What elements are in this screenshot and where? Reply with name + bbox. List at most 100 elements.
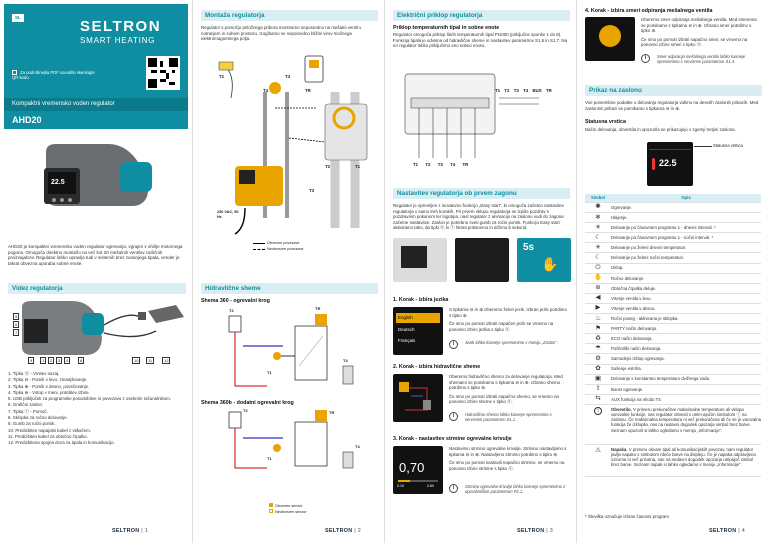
diag1-t1: T1 — [267, 370, 272, 375]
page-number: | 4 — [738, 528, 746, 535]
callout-11: 11 — [146, 357, 155, 364]
symbol-description: Počitniški način delovanja. — [611, 346, 662, 352]
footer: SELTRON | 4 — [709, 528, 745, 535]
appearance-diagram — [8, 297, 184, 365]
valve-left-icon: ◀ — [595, 294, 601, 302]
symbol-description: Delovanje s konstantno temperaturo dvižn… — [611, 376, 711, 382]
screen-temp: 22.5 — [659, 158, 677, 168]
table-row: ⇧Boost ogrevanje. — [585, 385, 761, 395]
symbol-description: Hlajenje. — [611, 214, 628, 220]
footer-brand: SELTRON — [112, 528, 140, 535]
step1-text: S tipkama ⊖ in ⊕ izberemo želen jezik. I… — [449, 307, 567, 332]
qr-hint: Za podrobnejša PDF navodila skenirajte Q… — [12, 70, 95, 81]
table-row: ▶Vrtenje ventila v desno. — [585, 304, 761, 315]
boost-icon: ⇧ — [595, 385, 601, 393]
diag1-t4: T4 — [343, 358, 348, 363]
table-row: ⊛Obtočna črpalka deluje. — [585, 284, 761, 294]
symbol-description: Delovanje po želeni dnevni temperaturi. — [611, 245, 687, 251]
step4-text: Izberemo smer odpiranja mešalnega ventil… — [641, 17, 757, 47]
symbol-description: ECO način delovanja. — [611, 336, 653, 342]
clutch-icon: ♨ — [595, 314, 601, 322]
footer: SELTRON | 1 — [112, 528, 148, 535]
table-row: ♻ECO način delovanja. — [585, 334, 761, 345]
callout-7: 7 — [13, 329, 20, 336]
table-row: ✋Ročno delovanje. — [585, 274, 761, 284]
label-t1b: T1 — [355, 164, 361, 169]
shema-360-diagram: T2 TR T1 T4 — [223, 306, 373, 396]
diag2-t1: T1 — [267, 456, 272, 461]
step4-screen — [585, 17, 635, 61]
step4-note: i Smer odpiranja mešalnega ventila lahko… — [641, 54, 761, 74]
step4-title: 4. Korak - izbira smeri odpiranja mešaln… — [585, 8, 713, 14]
table-row: ⇆AUX funkcija na vhodu T4. — [585, 395, 761, 405]
symbol-description: Samodejni izklop ogrevanja. — [611, 356, 665, 362]
step1-title: 1. Korak - izbira jezika — [393, 297, 449, 303]
list-item: 1. Tipka ⓞ - Vrnitev nazaj. — [8, 371, 60, 376]
list-item: 3. Tipka ⊕ - Pomik v desno, povečevanje. — [8, 383, 90, 389]
solid-line-icon — [253, 242, 265, 244]
qr-code[interactable] — [146, 56, 180, 90]
callout-10: 10 — [132, 357, 141, 364]
slope-value: 0,70 — [399, 460, 425, 475]
callout-2: 2 — [48, 357, 55, 364]
footnote: * Številka označuje izbran časovni progr… — [585, 514, 669, 519]
table-row: ✺Ogrevanje. — [585, 203, 761, 214]
hand-icon: ✋ — [541, 256, 559, 272]
page-number: | 3 — [546, 528, 554, 535]
table-row: ☾Delovanje po časovnem programu 1 - nočn… — [585, 233, 761, 244]
diag2-t4: T4 — [355, 444, 360, 449]
header-symbol: Simbol — [591, 195, 605, 201]
callout-1: 1 — [40, 357, 47, 364]
label-t4: T4 — [285, 74, 291, 79]
list-item: 4. Tipka ⊛ - Vstop v meni, potrditev izb… — [8, 389, 90, 395]
page-number: | 2 — [354, 528, 362, 535]
cover-title: AHD20 — [12, 115, 42, 125]
warning-info-icon: i — [585, 406, 611, 415]
lang-option[interactable]: Français — [398, 338, 416, 344]
status-screen: 22.5 — [647, 142, 693, 186]
callout-5: 5 — [13, 313, 20, 320]
pump-icon: ⊛ — [595, 284, 601, 292]
prvi-zagon-text: Regulator je opremljen z inovativno funk… — [393, 203, 564, 230]
table-row: ☀Delovanje po želeni dnevni temperaturi. — [585, 243, 761, 254]
cooling-icon: ❄ — [595, 213, 601, 221]
symbol-description: Ročno delovanje. — [611, 275, 645, 281]
list-item: 9. Gumb za ročni pomik. — [8, 421, 56, 427]
footer-brand: SELTRON — [709, 528, 737, 535]
cover-header: SL SELTRON SMART HEATING Za podrobnejša … — [4, 4, 188, 129]
screen-status-strip — [649, 144, 691, 150]
party-icon: ⚑ — [595, 324, 601, 332]
footer-brand: SELTRON — [517, 528, 545, 535]
power-off-icon: ⏻ — [595, 264, 601, 272]
callout-9: 9 — [28, 357, 35, 364]
callout-6: 6 — [13, 321, 20, 328]
valve-icon — [599, 25, 621, 47]
label-t1: T1 — [219, 74, 225, 79]
dashed-line-icon — [253, 248, 265, 250]
holiday-icon: ☂ — [595, 344, 601, 352]
symbol-description: AUX funkcija na vhodu T4. — [611, 396, 662, 402]
table-row: ◀Vrtenje ventila v levo. — [585, 294, 761, 304]
table-body: ✺Ogrevanje.❄Hlajenje.☀Delovanje po časov… — [585, 203, 761, 405]
montaza-text: Regulator s pomočjo priložnega pribora m… — [201, 25, 362, 41]
label-t4b: T4 — [263, 88, 269, 93]
callout-3: 3 — [56, 357, 63, 364]
symbol-description: Izklop. — [611, 265, 624, 271]
status-callout: Statusna vrstica — [713, 143, 743, 148]
table-row: ☾Delovanje po želeni nočni temperaturi. — [585, 253, 761, 264]
info-icon: i — [641, 54, 650, 63]
footer-brand: SELTRON — [325, 528, 353, 535]
lang-option[interactable]: English — [396, 313, 440, 323]
table-row: ⏻ Izklop. — [585, 264, 761, 274]
symbol-description: PARTY način delovanja. — [611, 325, 658, 331]
label-t2: T2 — [325, 164, 331, 169]
lang-option[interactable]: Deutsch — [398, 326, 415, 332]
screed-drying-icon: ✿ — [595, 364, 601, 372]
label-tr: TR — [305, 88, 311, 93]
list-item: 11. Predizbiten kabel za obtočno črpalko… — [8, 433, 88, 439]
symbol-description: Delovanje po časovnem programu 1 - dnevn… — [611, 225, 716, 231]
night-temp-icon: ☾ — [595, 253, 601, 261]
symbol-description: Sušenje estriha. — [611, 366, 642, 372]
diag2-tr: TR — [329, 410, 335, 415]
title-band — [4, 98, 188, 111]
